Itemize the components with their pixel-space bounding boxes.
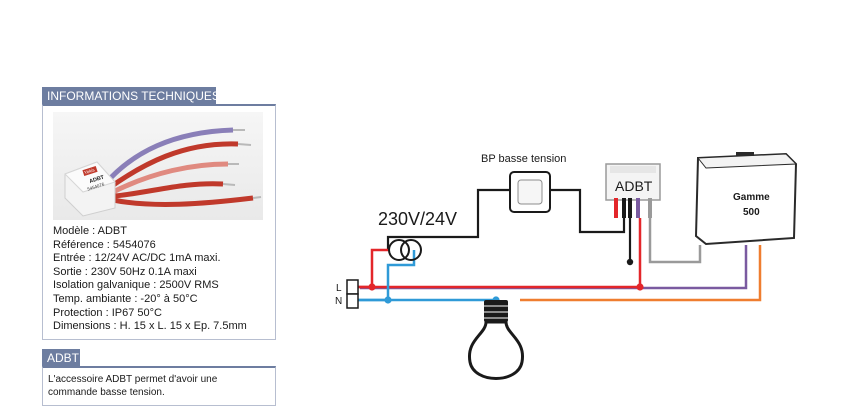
spec-protection: Protection : IP67 50°C bbox=[53, 306, 162, 319]
adbt-module bbox=[605, 163, 661, 218]
pushbutton-label: BP basse tension bbox=[481, 153, 566, 165]
voltage-label: 230V/24V bbox=[378, 209, 457, 229]
product-photo: Yokis ADBT 5454076 bbox=[53, 112, 263, 220]
spec-input: Entrée : 12/24V AC/DC 1mA maxi. bbox=[53, 252, 221, 265]
adbt-module-label: ADBT bbox=[615, 178, 653, 194]
transformer-icon bbox=[388, 239, 422, 261]
specs-list: Modèle : ADBT Référence : 5454076 Entrée… bbox=[53, 225, 247, 334]
adbt-panel-header: ADBT bbox=[42, 349, 80, 367]
orange-wire bbox=[520, 245, 762, 302]
module-label-line1: Gamme bbox=[733, 192, 770, 203]
phase-junction-dot bbox=[636, 283, 644, 291]
terminal-block bbox=[346, 279, 359, 309]
purple-wire bbox=[360, 245, 748, 290]
gamme-500-module bbox=[694, 152, 798, 246]
spec-temperature: Temp. ambiante : -20° à 50°C bbox=[53, 292, 198, 305]
photo-brand-label: Yokis bbox=[84, 167, 96, 175]
grey-wire bbox=[648, 218, 702, 264]
adbt-description: L'accessoire ADBT permet d'avoir une com… bbox=[48, 374, 217, 399]
adbt-description-line2: commande basse tension. bbox=[48, 386, 165, 398]
light-bulb-icon bbox=[468, 300, 524, 380]
adbt-panel: L'accessoire ADBT permet d'avoir une com… bbox=[42, 366, 276, 406]
low-voltage-junction-dot bbox=[626, 258, 634, 266]
neutral-junction-dot bbox=[384, 296, 392, 304]
info-panel-header: INFORMATIONS TECHNIQUES bbox=[42, 87, 220, 105]
low-voltage-wiring bbox=[386, 188, 632, 262]
adbt-description-line1: L'accessoire ADBT permet d'avoir une bbox=[48, 374, 218, 385]
spec-isolation: Isolation galvanique : 2500V RMS bbox=[53, 279, 219, 292]
spec-output: Sortie : 230V 50Hz 0.1A maxi bbox=[53, 265, 197, 278]
spec-model: Modèle : ADBT bbox=[53, 225, 127, 237]
pushbutton-icon bbox=[509, 171, 551, 213]
neutral-label: N bbox=[335, 296, 342, 307]
photo-ref-label: 5454076 bbox=[87, 181, 106, 191]
spec-dimensions: Dimensions : H. 15 x L. 15 x Ep. 7.5mm bbox=[53, 320, 247, 333]
info-panel: Yokis ADBT 5454076 Modèle : ADBT Référen… bbox=[42, 104, 276, 340]
line-label: L bbox=[336, 283, 342, 294]
neutral-wire bbox=[358, 250, 496, 302]
wiring-diagram: 230V/24V BP basse tension ADBT Gamme 500… bbox=[335, 152, 798, 380]
module-label-line2: 500 bbox=[743, 207, 760, 218]
spec-reference: Référence : 5454076 bbox=[53, 238, 156, 251]
photo-model-label: ADBT bbox=[89, 174, 106, 185]
phase-junction-dot bbox=[368, 283, 376, 291]
